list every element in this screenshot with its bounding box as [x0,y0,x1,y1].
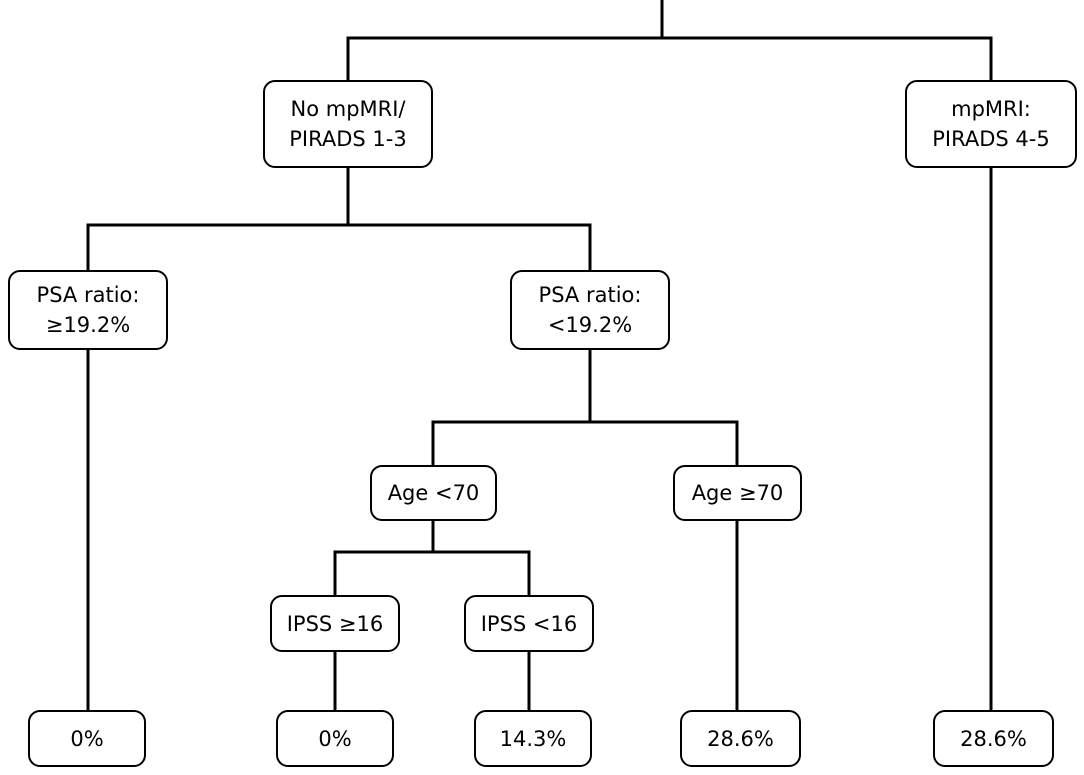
leaf-mri-positive-result-label: 28.6% [960,726,1027,751]
node-mri-negative: No mpMRI/ PIRADS 1-3 [263,80,433,168]
node-age-under-70-label: Age <70 [387,481,480,505]
leaf-ipss-under-16-result-label: 14.3% [499,726,567,751]
node-mri-negative-line1: No mpMRI/ [290,97,406,121]
node-psa-ratio-low-line1: PSA ratio: [538,283,642,307]
node-ipss-16-plus-label: IPSS ≥16 [286,611,384,636]
node-psa-ratio-high-line1: PSA ratio: [36,283,140,307]
leaf-psa-high-result: 0% [28,710,146,767]
node-age-70-plus-label: Age ≥70 [691,481,784,505]
node-psa-ratio-low: PSA ratio: <19.2% [510,270,670,350]
node-mri-negative-line2: PIRADS 1-3 [289,127,407,151]
node-age-under-70: Age <70 [370,465,497,521]
leaf-ipss-16-plus-result: 0% [276,710,394,767]
node-mri-positive-line2: PIRADS 4-5 [932,127,1050,151]
node-ipss-under-16: IPSS <16 [464,595,594,652]
node-mri-positive-line1: mpMRI: [951,97,1031,121]
node-age-70-plus: Age ≥70 [673,465,802,521]
leaf-mri-positive-result: 28.6% [933,710,1054,767]
node-ipss-16-plus: IPSS ≥16 [270,595,400,652]
node-ipss-under-16-label: IPSS <16 [480,611,578,636]
node-psa-ratio-high: PSA ratio: ≥19.2% [8,270,168,350]
leaf-age-70-plus-result-label: 28.6% [707,726,774,751]
leaf-ipss-16-plus-result-label: 0% [318,726,352,751]
leaf-age-70-plus-result: 28.6% [680,710,801,767]
node-psa-ratio-high-line2: ≥19.2% [45,313,131,337]
node-mri-positive: mpMRI: PIRADS 4-5 [905,80,1077,168]
node-psa-ratio-low-line2: <19.2% [547,313,633,337]
leaf-ipss-under-16-result: 14.3% [474,710,592,767]
leaf-psa-high-result-label: 0% [70,726,104,751]
